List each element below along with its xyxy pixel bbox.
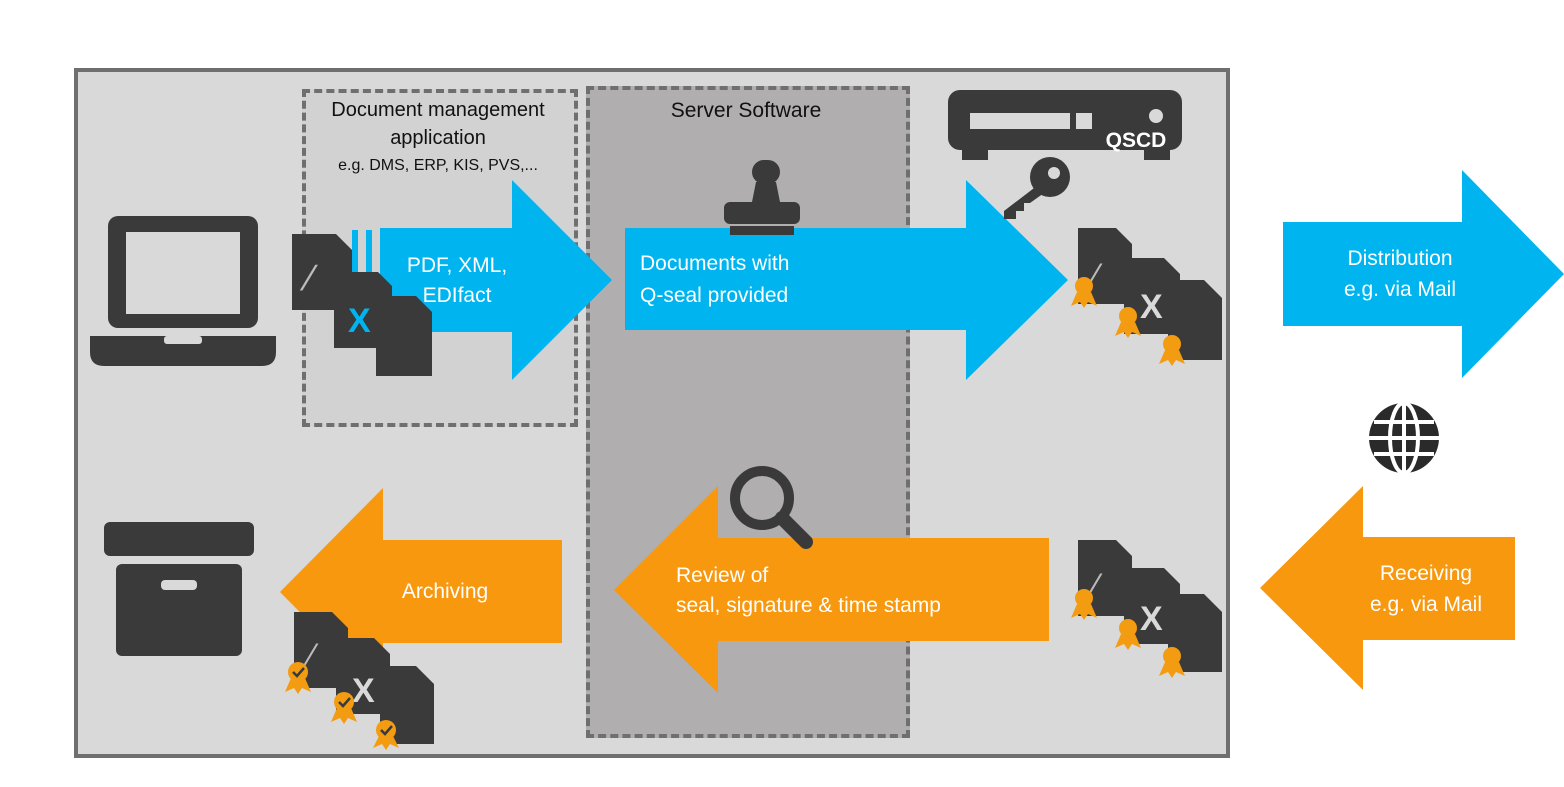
dms-examples: e.g. DMS, ERP, KIS, PVS,...: [338, 157, 538, 174]
svg-text:X: X: [352, 672, 375, 710]
receiving-label-line2: e.g. via Mail: [1369, 593, 1483, 616]
formats-label-line2: EDIfact: [422, 284, 492, 307]
dms-title-line1: Document management: [331, 99, 545, 121]
archive-box-icon: [104, 522, 254, 656]
review-label-line1: Review of: [676, 564, 769, 587]
archived-document-stack: ⁄ X: [285, 612, 434, 750]
archiving-label: Archiving: [401, 580, 489, 603]
qscd-label: QSCD: [1105, 129, 1167, 152]
review-label-line2: seal, signature & time stamp: [676, 594, 941, 617]
review-arrow: [614, 486, 1049, 693]
sealed-document-stack-upper: ⁄ X: [1071, 228, 1222, 366]
receiving-label-line1: Receiving: [1379, 562, 1473, 585]
stamp-icon: [724, 160, 800, 235]
seal-badge-icon: [1071, 277, 1185, 366]
distribution-arrow: [1283, 170, 1564, 378]
seal-badge-icon: [1071, 589, 1185, 678]
magnifier-icon: [730, 466, 813, 549]
sealed-label-line1: Documents with: [640, 252, 790, 275]
sealed-label-line2: Q-seal provided: [640, 284, 789, 307]
formats-label-line1: PDF, XML,: [406, 254, 508, 277]
svg-text:X: X: [1140, 600, 1163, 638]
qscd-device-icon: [948, 90, 1182, 160]
key-icon: [1004, 157, 1070, 219]
laptop-icon: [90, 216, 276, 366]
document-stack-icon: ⁄ X: [292, 230, 432, 376]
receiving-arrow: [1260, 486, 1515, 690]
seal-badge-icon: [285, 662, 399, 750]
formats-arrow: [380, 180, 612, 380]
xml-glyph: X: [348, 302, 371, 340]
server-software-title: Server Software: [670, 99, 822, 122]
distribution-label-line1: Distribution: [1347, 247, 1453, 270]
distribution-label-line2: e.g. via Mail: [1343, 278, 1457, 301]
dms-title-line2: application: [390, 127, 486, 149]
received-document-stack: ⁄ X: [1071, 540, 1222, 678]
svg-text:X: X: [1140, 288, 1163, 326]
globe-icon: [1369, 401, 1439, 475]
